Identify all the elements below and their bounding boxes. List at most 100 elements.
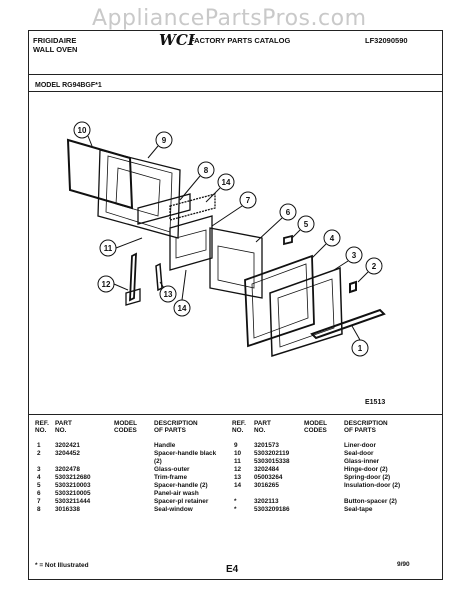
callout-12: 12 [102, 280, 111, 289]
callout-9: 9 [162, 136, 167, 145]
ref-number: * [234, 498, 237, 505]
callout-7: 7 [246, 196, 251, 205]
watermark: AppliancePartsPros.com [92, 6, 367, 31]
part-number: 3202478 [55, 466, 80, 473]
part-number: 3201573 [254, 442, 279, 449]
callout-6: 6 [286, 208, 291, 217]
ref-number: 12 [234, 466, 242, 473]
header-rule [28, 74, 443, 75]
callout-1: 1 [358, 344, 363, 353]
hdr-ref-no: NO. [35, 427, 47, 434]
part-handle [310, 308, 386, 340]
part-description: Panel-air wash [154, 490, 199, 497]
callout-4: 4 [330, 234, 335, 243]
ref-number: 14 [234, 482, 242, 489]
hdr-codes: CODES [114, 427, 137, 434]
part-description: Seal-door [344, 450, 374, 457]
part-description: Handle [154, 442, 176, 449]
part-description: Spacer-pl retainer [154, 498, 209, 505]
brand-line-2: WALL OVEN [33, 45, 78, 54]
part-spacer-handle [349, 280, 357, 294]
ref-number: 9 [234, 442, 238, 449]
ref-number: 8 [37, 506, 41, 513]
part-seal-window [137, 193, 191, 225]
callout-2: 2 [372, 262, 377, 271]
brand-line-1: FRIGIDAIRE [33, 36, 77, 45]
wci-logo: WCI [159, 31, 195, 49]
callout-13: 13 [164, 290, 173, 299]
part-number: 3016338 [55, 506, 80, 513]
callout-14b: 14 [178, 304, 187, 313]
part-description: Trim-frame [154, 474, 188, 481]
parts-table-right: REF. NO. PART NO. MODEL CODES DESCRIPTIO… [232, 420, 437, 550]
part-insulation [169, 193, 216, 221]
hdr-desc: DESCRIPTION [344, 420, 388, 427]
model-number: MODEL RG94BGF*1 [35, 82, 102, 89]
callout-5: 5 [304, 220, 309, 229]
part-liner-door [97, 149, 181, 239]
part-number: 5303015338 [254, 458, 290, 465]
footnote-not-illustrated: * = Not Illustrated [35, 562, 89, 569]
part-description: Spacer-handle (2) [154, 482, 208, 489]
hdr-part-no: NO. [55, 427, 67, 434]
exploded-door-diagram: 10 9 8 14 7 6 5 4 3 2 1 11 12 13 14 [66, 121, 386, 358]
callout-11: 11 [104, 244, 113, 253]
hdr-part: PART [55, 420, 72, 427]
ref-number: 1 [37, 442, 41, 449]
hdr-model: MODEL [304, 420, 328, 427]
part-number: 05003264 [254, 474, 283, 481]
brand-header: FRIGIDAIRE WALL OVEN [33, 36, 77, 54]
part-description: Liner-door [344, 442, 376, 449]
ref-number: 10 [234, 450, 242, 457]
part-number: 3202113 [254, 498, 279, 505]
part-description: Seal-tape [344, 506, 373, 513]
figure-reference: E1513 [365, 399, 386, 406]
part-trim-frame [244, 254, 315, 348]
part-number: 5303211444 [55, 498, 91, 505]
hdr-ref-no: NO. [232, 427, 244, 434]
hdr-model: MODEL [114, 420, 138, 427]
part-description: Spring-door (2) [344, 474, 391, 481]
ref-number: 11 [234, 458, 241, 465]
part-number: 5303202119 [254, 450, 290, 457]
ref-number: 4 [37, 474, 41, 481]
part-description: Seal-window [154, 506, 193, 513]
part-description: Glass-inner [344, 458, 380, 465]
part-description: Spacer-handle black [154, 450, 217, 457]
part-number: 5303209186 [254, 506, 290, 513]
part-glass-outer [269, 266, 343, 358]
hdr-ofparts: OF PARTS [344, 427, 376, 434]
parts-table-left: REF. NO. PART NO. MODEL CODES DESCRIPTIO… [35, 420, 225, 550]
hdr-codes: CODES [304, 427, 327, 434]
callout-8: 8 [204, 166, 209, 175]
part-number: 5303210003 [55, 482, 91, 489]
ref-number: * [234, 506, 237, 513]
callout-14: 14 [222, 178, 231, 187]
hdr-desc: DESCRIPTION [154, 420, 198, 427]
ref-number: 5 [37, 482, 41, 489]
hdr-part: PART [254, 420, 271, 427]
part-spacer-retainer [169, 215, 213, 271]
part-description: (2) [154, 458, 162, 465]
part-number: 3204452 [55, 450, 80, 457]
part-number: 5303210005 [55, 490, 91, 497]
ref-number: 7 [37, 498, 41, 505]
part-number: 3202484 [254, 466, 279, 473]
part-panel-air-wash [209, 227, 263, 299]
part-spring [155, 262, 163, 292]
ref-number: 2 [37, 450, 41, 457]
part-number: 3202421 [55, 442, 80, 449]
catalog-title: FACTORY PARTS CATALOG [190, 36, 291, 45]
ref-number: 3 [37, 466, 41, 473]
part-description: Glass-outer [154, 466, 190, 473]
page-number: E4 [226, 564, 239, 575]
hdr-ref: REF. [232, 420, 246, 427]
catalog-page-frame [28, 30, 443, 580]
part-description: Hinge-door (2) [344, 466, 388, 473]
hdr-part-no: NO. [254, 427, 266, 434]
catalog-date: 9/90 [397, 561, 410, 568]
callout-10: 10 [78, 126, 87, 135]
catalog-code: LF32090590 [365, 36, 408, 45]
callout-3: 3 [352, 251, 357, 260]
part-number: 3016265 [254, 482, 279, 489]
